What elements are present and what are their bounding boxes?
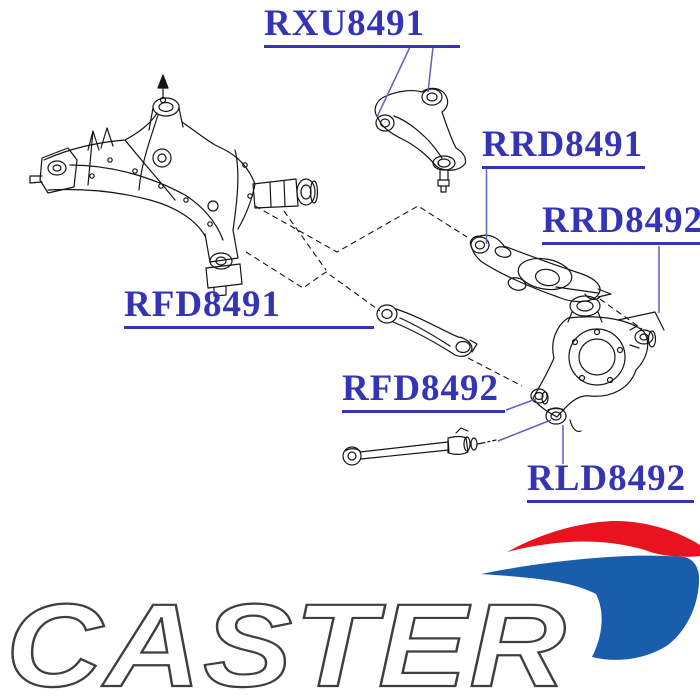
knuckle-rear-bushing [617,311,665,349]
lateral-link-rod-drawing [342,427,497,466]
part-label-rxu8491[interactable]: RXU8491 [264,5,460,48]
upper-control-arm-drawing [374,87,467,193]
part-label-rrd8491[interactable]: RRD8491 [482,126,645,169]
knuckle-front-bushing [530,388,549,405]
part-label-rld8492[interactable]: RLD8492 [527,460,694,503]
swoosh-red-shape [507,520,700,557]
leader-rxu8491-a [427,46,434,93]
rear-subframe-drawing [29,74,319,297]
part-label-rfd8492[interactable]: RFD8492 [342,370,505,413]
leader-rld8492-b [497,419,552,442]
leader-rxu8491-b [376,46,411,118]
front-lower-arm-drawing [376,304,478,357]
logo-text: CASTER [6,580,568,700]
leader-rfd8492 [505,398,537,411]
knuckle-lower-bushing [545,407,567,425]
wheel-knuckle-drawing [530,295,665,433]
callout-leader-lines [376,46,660,464]
part-label-rfd8491[interactable]: RFD8491 [124,286,374,329]
rear-lower-spring-arm-drawing [469,234,612,303]
assembly-dashed-lines [245,205,643,387]
logo-swoosh [481,520,700,660]
swoosh-blue-shape [481,555,700,660]
logo-wordmark: CASTER CASTER [0,573,573,700]
part-label-rrd8492[interactable]: RRD8492 [542,202,700,245]
logo-text-halo: CASTER [6,580,568,700]
